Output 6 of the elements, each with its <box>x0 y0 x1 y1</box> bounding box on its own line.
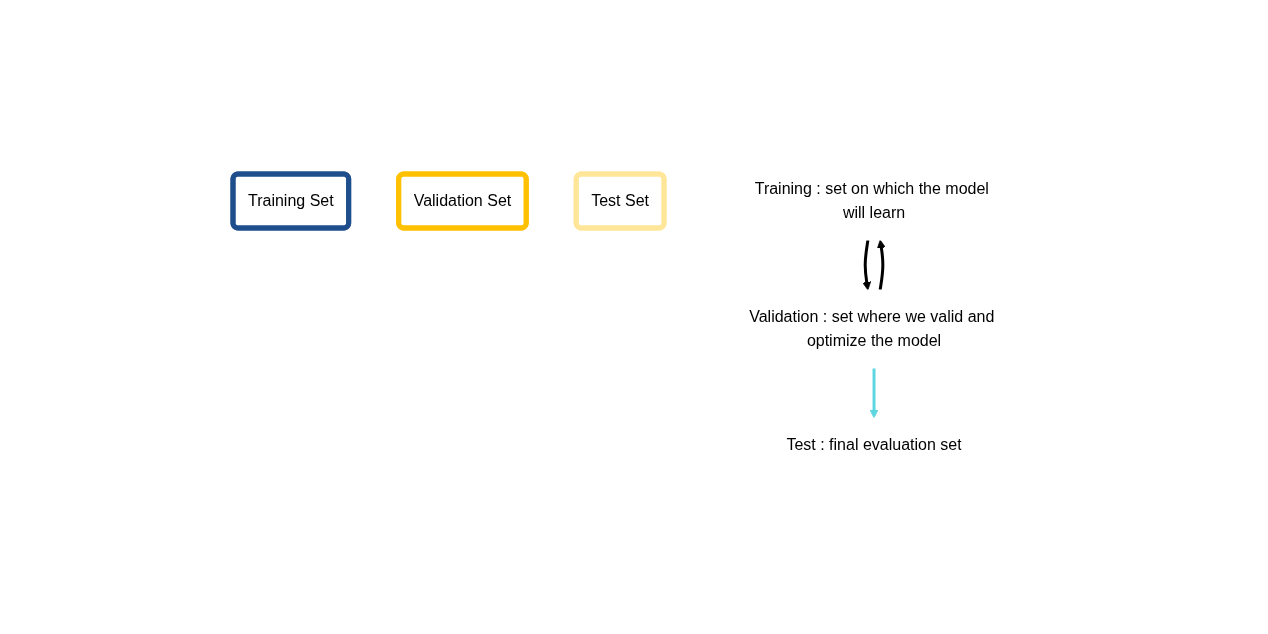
node-text: Validation : set where we valid and optimize the model <box>749 308 995 349</box>
node-text: Test : final evaluation set <box>786 436 963 453</box>
arrow <box>870 368 879 419</box>
arrow <box>862 239 872 291</box>
node-text: Training : set on which the model will learn <box>755 180 990 221</box>
arrow <box>877 239 887 291</box>
